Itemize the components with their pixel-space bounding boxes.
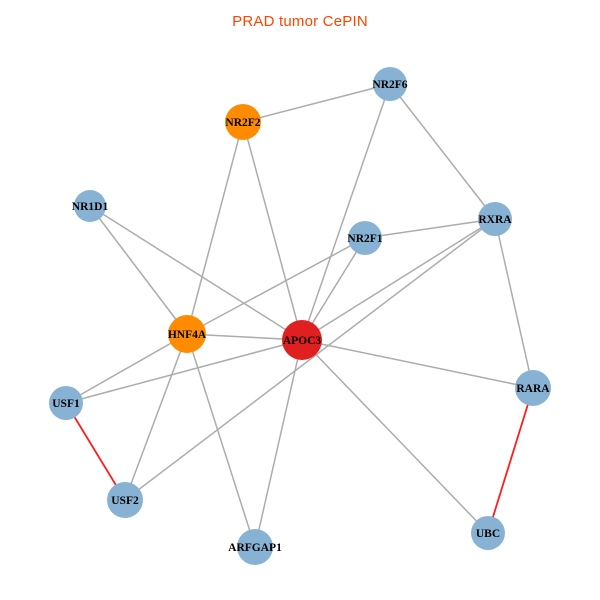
edge-RXRA-RARA [494, 218, 534, 389]
edge-APOC3-ARFGAP1 [254, 339, 303, 548]
edges-layer [65, 83, 534, 548]
node-ARFGAP1 [237, 529, 273, 565]
edge-HNF4A-ARFGAP1 [186, 333, 256, 548]
node-NR2F6 [373, 67, 407, 101]
node-RARA [515, 370, 551, 406]
node-NR2F1 [348, 221, 382, 255]
plot-title: PRAD tumor CePIN [232, 13, 368, 30]
edge-HNF4A-USF1 [65, 333, 188, 404]
edge-NR2F2-HNF4A [186, 121, 244, 335]
edge-NR2F2-APOC3 [242, 121, 303, 341]
edge-HNF4A-USF2 [124, 333, 188, 501]
edge-NR2F6-APOC3 [301, 83, 391, 341]
node-USF1 [49, 386, 83, 420]
edge-NR2F1-HNF4A [186, 237, 366, 335]
edge-RXRA-USF2 [124, 218, 496, 501]
edge-NR1D1-HNF4A [89, 205, 188, 335]
node-APOC3 [282, 320, 322, 360]
edge-APOC3-UBC [301, 339, 489, 534]
node-RXRA [478, 202, 512, 236]
node-USF2 [107, 482, 143, 518]
node-HNF4A [168, 315, 206, 353]
edge-APOC3-USF1 [65, 339, 303, 404]
edge-RXRA-NR2F1 [364, 218, 496, 239]
edge-NR1D1-APOC3 [89, 205, 303, 341]
node-NR1D1 [74, 190, 106, 222]
edge-RXRA-APOC3 [301, 218, 496, 341]
edge-NR2F2-NR2F6 [242, 83, 391, 123]
edge-RARA-UBC [487, 387, 534, 534]
edge-NR2F6-RXRA [389, 83, 496, 220]
node-UBC [471, 516, 505, 550]
node-NR2F2 [225, 104, 261, 140]
edge-APOC3-RARA [301, 339, 534, 389]
edge-USF1-USF2 [65, 402, 126, 501]
